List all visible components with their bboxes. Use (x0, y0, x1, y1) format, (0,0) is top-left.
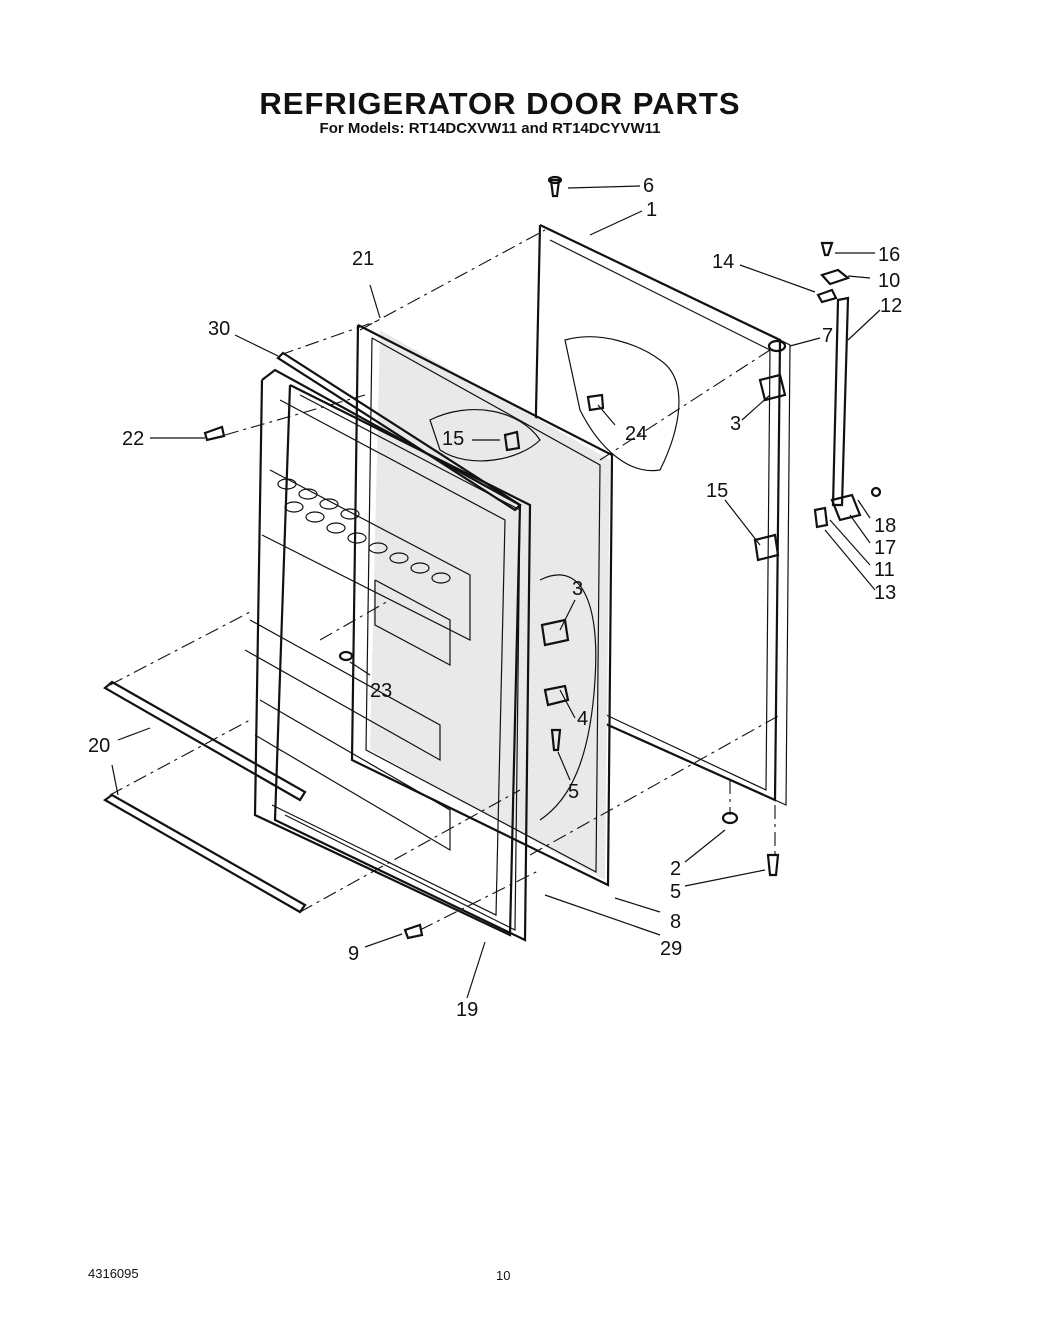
callout-23: 23 (370, 680, 392, 702)
door-gasket (273, 384, 532, 942)
callout-19: 19 (456, 999, 478, 1021)
page-title: REFRIGERATOR DOOR PARTS (259, 86, 741, 121)
leader-arrows (111, 185, 881, 999)
callout-3-hinge: 3 (730, 413, 741, 435)
callout-18: 18 (874, 515, 896, 537)
callout-10: 10 (878, 270, 900, 292)
callout-14: 14 (712, 251, 734, 273)
callout-22: 22 (122, 428, 144, 450)
hinge-rod (831, 296, 850, 507)
callout-16: 16 (878, 244, 900, 266)
callout-13: 13 (874, 582, 896, 604)
callout-17: 17 (874, 537, 896, 559)
callout-5-bottom: 5 (670, 881, 681, 903)
callout-6: 6 (643, 175, 654, 197)
callout-11: 11 (874, 559, 895, 581)
page-number: 10 (496, 1268, 511, 1283)
callout-3-inner: 3 (572, 578, 583, 600)
callout-7: 7 (822, 325, 833, 347)
callout-24: 24 (625, 423, 647, 445)
callout-4: 4 (577, 708, 588, 730)
page-subtitle: For Models: RT14DCXVW11 and RT14DCYVW11 (319, 120, 661, 137)
hardware-parts (203, 175, 882, 940)
callout-21: 21 (352, 248, 374, 270)
callout-15-right: 15 (706, 480, 728, 502)
callout-8: 8 (670, 911, 681, 933)
callout-9: 9 (348, 943, 359, 965)
egg-holders (277, 478, 451, 584)
callout-2: 2 (670, 858, 681, 880)
inner-door-liner (244, 368, 522, 937)
callout-15-left: 15 (442, 428, 464, 450)
callout-20: 20 (88, 735, 110, 757)
callout-labels: 6 1 14 16 10 12 7 3 15 18 17 11 13 3 4 5… (88, 175, 902, 1021)
callout-30: 30 (208, 318, 230, 340)
callout-1: 1 (646, 199, 657, 221)
callout-5-inner: 5 (568, 781, 579, 803)
callout-12: 12 (880, 295, 902, 317)
document-number: 4316095 (88, 1266, 139, 1281)
callout-29: 29 (660, 938, 682, 960)
assembly-lines (109, 229, 781, 931)
